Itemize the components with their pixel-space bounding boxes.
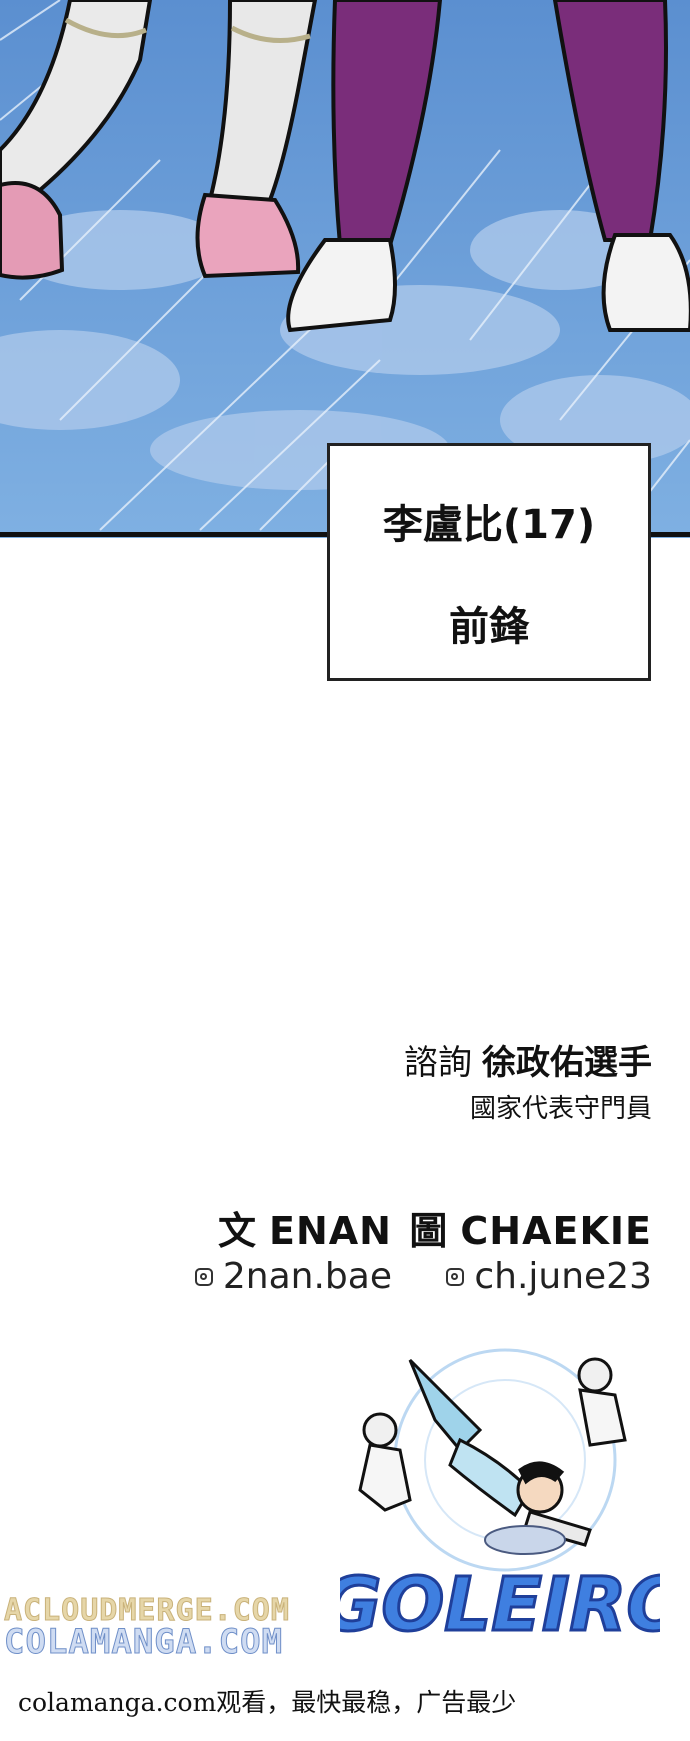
- logo-illustration: GOLEIRO: [340, 1348, 660, 1640]
- artist-label: 圖: [409, 1209, 449, 1253]
- artist-name: CHAEKIE: [460, 1209, 652, 1253]
- writer-label: 文: [218, 1209, 258, 1253]
- character-position: 前鋒: [449, 604, 529, 650]
- goleiro-logo: GOLEIRO: [340, 1340, 660, 1640]
- consultant-name: 徐政佑選手: [482, 1043, 652, 1083]
- logo-wordmark: GOLEIRO: [340, 1562, 660, 1640]
- instagram-icon: [446, 1267, 465, 1286]
- character-name: 李盧比(17): [382, 502, 596, 548]
- writer-name: ENAN: [269, 1209, 392, 1253]
- writer-handle-text: 2nan.bae: [222, 1256, 392, 1297]
- writer-handle: 2nan.bae: [194, 1256, 392, 1297]
- consultant-credit: 諮詢徐政佑選手: [404, 1035, 652, 1084]
- watermark-line-2: COLAMANGA.COM: [3, 1622, 284, 1663]
- site-note: colamanga.com观看，最快最稳，广告最少: [18, 1688, 517, 1717]
- watermark-line-1: ACLOUDMERGE.COM: [4, 1593, 290, 1629]
- consultant-role: 國家代表守門員: [469, 1094, 652, 1124]
- artist-handle: ch.june23: [446, 1256, 652, 1297]
- consultant-label: 諮詢: [404, 1043, 472, 1083]
- instagram-icon: [194, 1267, 213, 1286]
- artist-handle-text: ch.june23: [474, 1256, 652, 1297]
- character-caption-box: 李盧比(17) 前鋒: [327, 443, 651, 681]
